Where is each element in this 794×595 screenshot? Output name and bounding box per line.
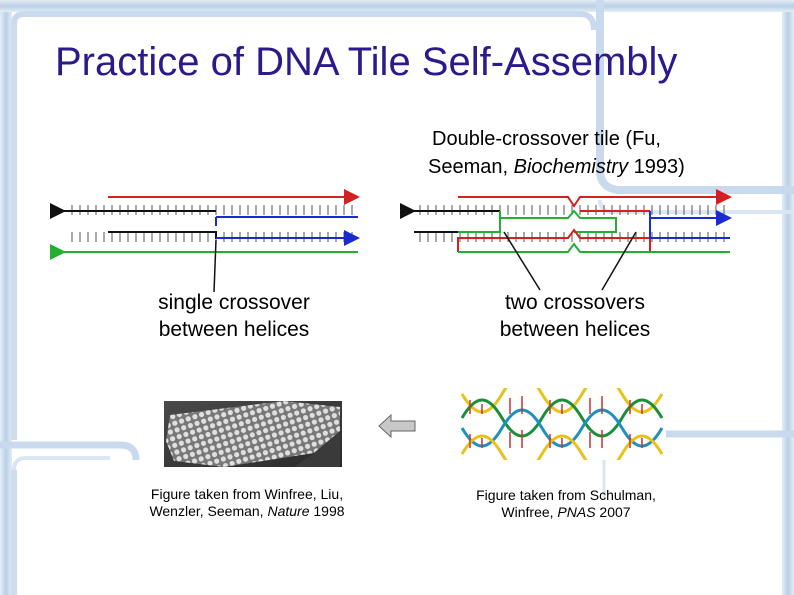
right-figure-caption: Figure taken from Schulman, Winfree, PNA… — [476, 487, 656, 520]
afm-lattice-image — [164, 401, 342, 467]
left-figure-caption: Figure taken from Winfree, Liu, Wenzler,… — [149, 486, 345, 519]
double-crossover-diagram — [400, 189, 732, 291]
two-crossovers-label: two crossovers between helices — [499, 291, 651, 341]
left-arrow-icon — [378, 413, 416, 439]
tile-reference: Double-crossover tile (Fu, Seeman, Bioch… — [428, 125, 768, 181]
tile-reference-line2: Seeman, Biochemistry 1993) — [428, 156, 685, 178]
double-helix-image — [458, 388, 666, 460]
slide-title: Practice of DNA Tile Self-Assembly — [55, 40, 678, 84]
single-crossover-label: single crossover between helices — [158, 291, 310, 341]
single-crossover-diagram — [50, 189, 360, 293]
tile-reference-line1: Double-crossover tile (Fu, — [432, 128, 661, 150]
